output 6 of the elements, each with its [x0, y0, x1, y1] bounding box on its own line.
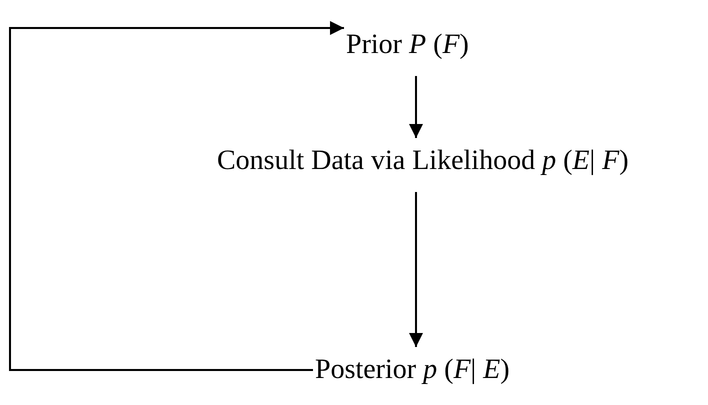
formula-label: Prior P (F)	[344, 28, 471, 62]
arrow	[409, 76, 423, 138]
arrow	[9, 21, 344, 371]
arrow	[409, 192, 423, 347]
formula-label: Posterior p (F| E)	[313, 353, 512, 387]
formula-label: Consult Data via Likelihood p (E| F)	[215, 144, 631, 178]
